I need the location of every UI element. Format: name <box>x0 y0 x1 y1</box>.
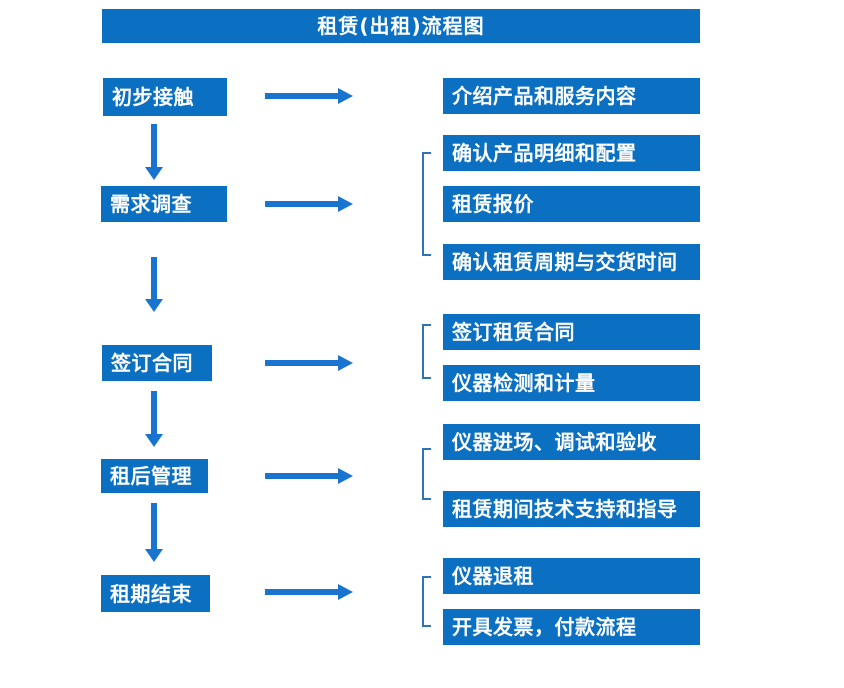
flow-arrow-down-icon <box>145 503 163 562</box>
detail-group-bracket <box>422 324 431 379</box>
detail-group-bracket <box>422 576 431 627</box>
arrow-shaft <box>265 201 339 207</box>
flow-arrow-down-icon <box>145 257 163 312</box>
arrow-shaft <box>151 391 157 435</box>
arrow-head <box>145 434 163 447</box>
arrow-shaft <box>151 124 157 168</box>
detail-box-confirm-product-details: 确认产品明细和配置 <box>443 135 700 171</box>
detail-box-confirm-rental-period: 确认租赁周期与交货时间 <box>443 244 700 280</box>
detail-box-sign-rental-contract: 签订租赁合同 <box>443 314 700 350</box>
arrow-head <box>338 355 353 371</box>
step-box-post-rental-management: 租后管理 <box>101 459 208 493</box>
flow-arrow-right-icon <box>265 196 353 212</box>
arrow-head <box>338 196 353 212</box>
flowchart-title-banner: 租赁(出租)流程图 <box>102 9 700 43</box>
step-box-lease-end: 租期结束 <box>101 575 210 612</box>
arrow-head <box>338 468 353 484</box>
step-box-sign-contract: 签订合同 <box>102 345 212 381</box>
arrow-head <box>338 584 353 600</box>
arrow-shaft <box>265 473 339 479</box>
detail-box-introduce-products: 介绍产品和服务内容 <box>443 78 700 114</box>
arrow-head <box>145 299 163 312</box>
detail-box-rental-tech-support: 租赁期间技术支持和指导 <box>443 491 700 527</box>
step-box-initial-contact: 初步接触 <box>103 78 227 116</box>
detail-group-bracket <box>422 448 431 500</box>
arrow-shaft <box>265 589 339 595</box>
flow-arrow-right-icon <box>265 355 353 371</box>
flow-arrow-right-icon <box>265 584 353 600</box>
detail-box-instrument-return: 仪器退租 <box>443 558 700 594</box>
arrow-shaft <box>151 257 157 300</box>
detail-box-instrument-inspection: 仪器检测和计量 <box>443 365 700 401</box>
detail-box-instrument-setup-acceptance: 仪器进场、调试和验收 <box>443 424 700 460</box>
arrow-shaft <box>151 503 157 550</box>
step-box-demand-survey: 需求调查 <box>101 186 227 222</box>
detail-box-invoice-payment: 开具发票，付款流程 <box>443 609 700 645</box>
flow-arrow-down-icon <box>145 391 163 447</box>
arrow-shaft <box>265 360 339 366</box>
arrow-head <box>145 167 163 180</box>
detail-box-rental-quote: 租赁报价 <box>443 186 700 222</box>
arrow-shaft <box>265 93 339 99</box>
flow-arrow-down-icon <box>145 124 163 180</box>
arrow-head <box>338 88 353 104</box>
detail-group-bracket <box>422 152 431 256</box>
flow-arrow-right-icon <box>265 88 353 104</box>
arrow-head <box>145 549 163 562</box>
flow-arrow-right-icon <box>265 468 353 484</box>
